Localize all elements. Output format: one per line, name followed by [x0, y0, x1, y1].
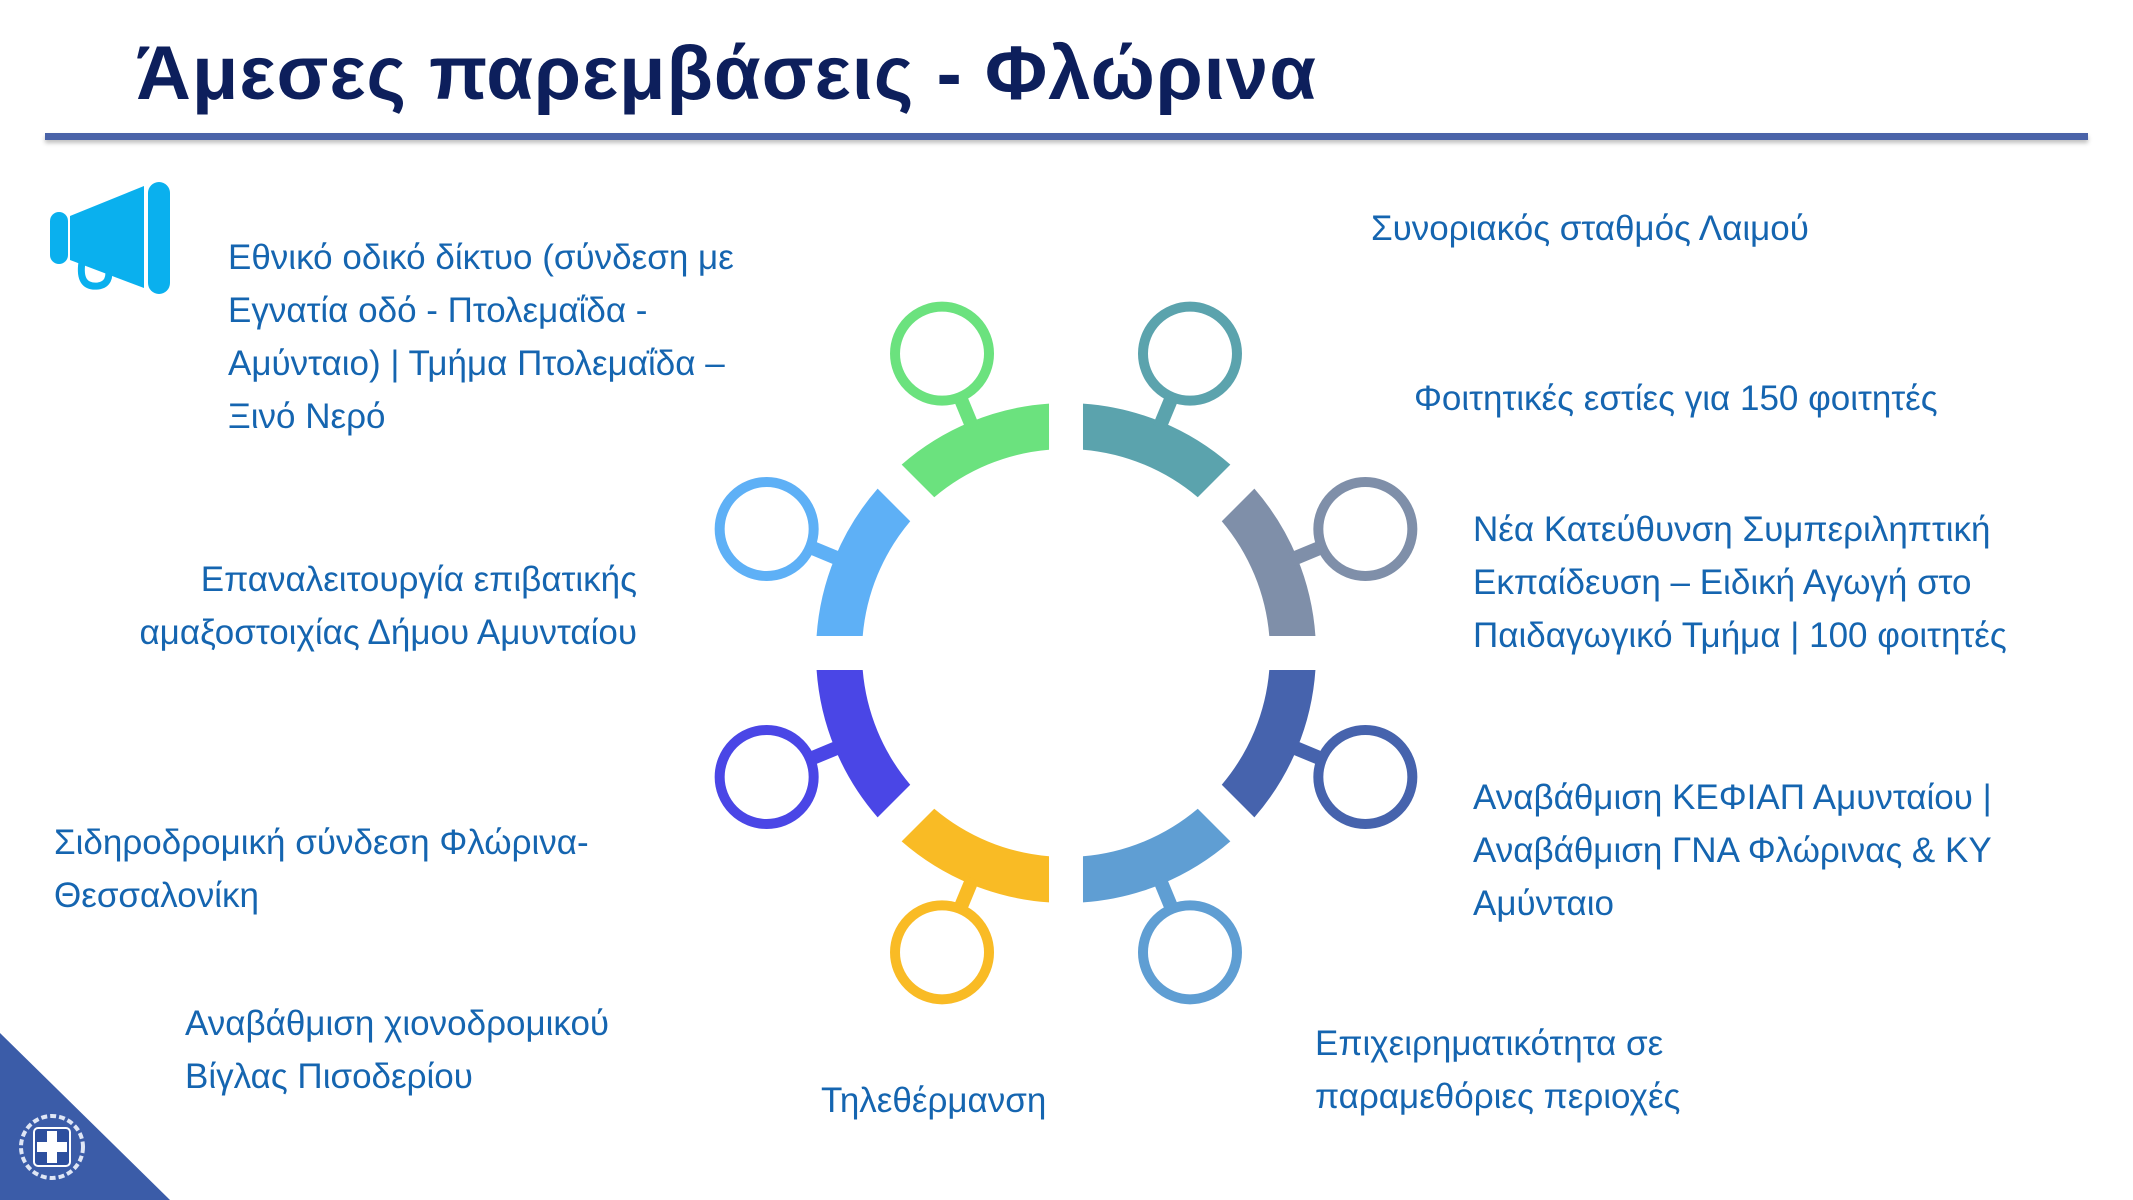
node-circle-yellow: [890, 900, 995, 1005]
ring-segment-green: [901, 403, 1050, 498]
ring-segment-light-blue: [1082, 808, 1231, 903]
item-line: Αναβάθμιση χιονοδρομικού: [185, 1004, 610, 1043]
ring-segment-yellow: [901, 808, 1050, 903]
node-circle-sky-blue: [714, 477, 819, 582]
item-line: Αναβάθμιση ΓΝΑ Φλώρινας & ΚΥ: [1473, 831, 1992, 870]
ring-segment-gray: [1221, 488, 1316, 637]
item-line: Επιχειρηματικότητα σε: [1315, 1024, 1664, 1063]
item-line: Επαναλειτουργία επιβατικής: [200, 560, 637, 599]
item-line: Φοιτητικές εστίες για 150 φοιτητές: [1414, 379, 1938, 418]
item-border: Συνοριακός σταθμός Λαιμού: [1371, 202, 1809, 255]
node-circle-teal: [1137, 301, 1242, 406]
item-line: Σιδηροδρομική σύνδεση Φλώρινα-: [54, 823, 589, 862]
item-line: Νέα Κατεύθυνση Συμπεριληπτική: [1473, 510, 1991, 549]
ring-segment-dark-blue: [1221, 669, 1316, 818]
item-line: Τηλεθέρμανση: [821, 1081, 1047, 1120]
greek-coat-of-arms-icon: [19, 1114, 85, 1180]
title-underline: [45, 133, 2088, 140]
node-circle-gray: [1313, 477, 1418, 582]
item-line: αμαξοστοιχίας Δήμου Αμυνταίου: [139, 613, 637, 652]
ring-segment-violet-blue: [816, 669, 911, 818]
item-health: Αναβάθμιση ΚΕΦΙΑΠ Αμυνταίου | Αναβάθμιση…: [1473, 771, 1992, 930]
node-circle-green: [890, 301, 995, 406]
item-business: Επιχειρηματικότητα σε παραμεθόριες περιο…: [1315, 1017, 1680, 1123]
item-line: Παιδαγωγικό Τμήμα | 100 φοιτητές: [1473, 616, 2007, 655]
node-circle-violet-blue: [714, 724, 819, 829]
item-line: Ξινό Νερό: [228, 397, 386, 436]
megaphone-icon: [50, 182, 170, 294]
item-ski: Αναβάθμιση χιονοδρομικού Βίγλας Πισοδερί…: [185, 997, 609, 1103]
item-line: Αναβάθμιση ΚΕΦΙΑΠ Αμυνταίου |: [1473, 778, 1992, 817]
item-line: παραμεθόριες περιοχές: [1315, 1077, 1681, 1116]
item-line: Εγνατία οδό - Πτολεμαΐδα -: [228, 291, 648, 330]
item-line: Εθνικό οδικό δίκτυο (σύνδεση με: [228, 238, 734, 277]
item-line: Θεσσαλονίκη: [54, 876, 259, 915]
page-title: Άμεσες παρεμβάσεις - Φλώρινα: [136, 31, 1317, 116]
item-line: Βίγλας Πισοδερίου: [185, 1057, 473, 1096]
item-train: Επαναλειτουργία επιβατικής αμαξοστοιχίας…: [139, 553, 637, 659]
node-circle-light-blue: [1137, 900, 1242, 1005]
item-education: Νέα Κατεύθυνση Συμπεριληπτική Εκπαίδευση…: [1473, 503, 2007, 662]
item-dorms: Φοιτητικές εστίες για 150 φοιτητές: [1414, 372, 1938, 425]
item-line: Συνοριακός σταθμός Λαιμού: [1371, 209, 1809, 248]
ring-segment-sky-blue: [816, 488, 911, 637]
item-line: Αμύνταιο) | Τμήμα Πτολεμαΐδα –: [228, 344, 725, 383]
item-heating: Τηλεθέρμανση: [821, 1074, 1046, 1127]
item-line: Αμύνταιο: [1473, 884, 1614, 923]
node-circle-dark-blue: [1313, 724, 1418, 829]
item-line: Εκπαίδευση – Ειδική Αγωγή στο: [1473, 563, 1972, 602]
item-road: Εθνικό οδικό δίκτυο (σύνδεση με Εγνατία …: [228, 231, 734, 443]
item-rail: Σιδηροδρομική σύνδεση Φλώρινα- Θεσσαλονί…: [54, 816, 589, 922]
ring-segment-teal: [1082, 403, 1231, 498]
